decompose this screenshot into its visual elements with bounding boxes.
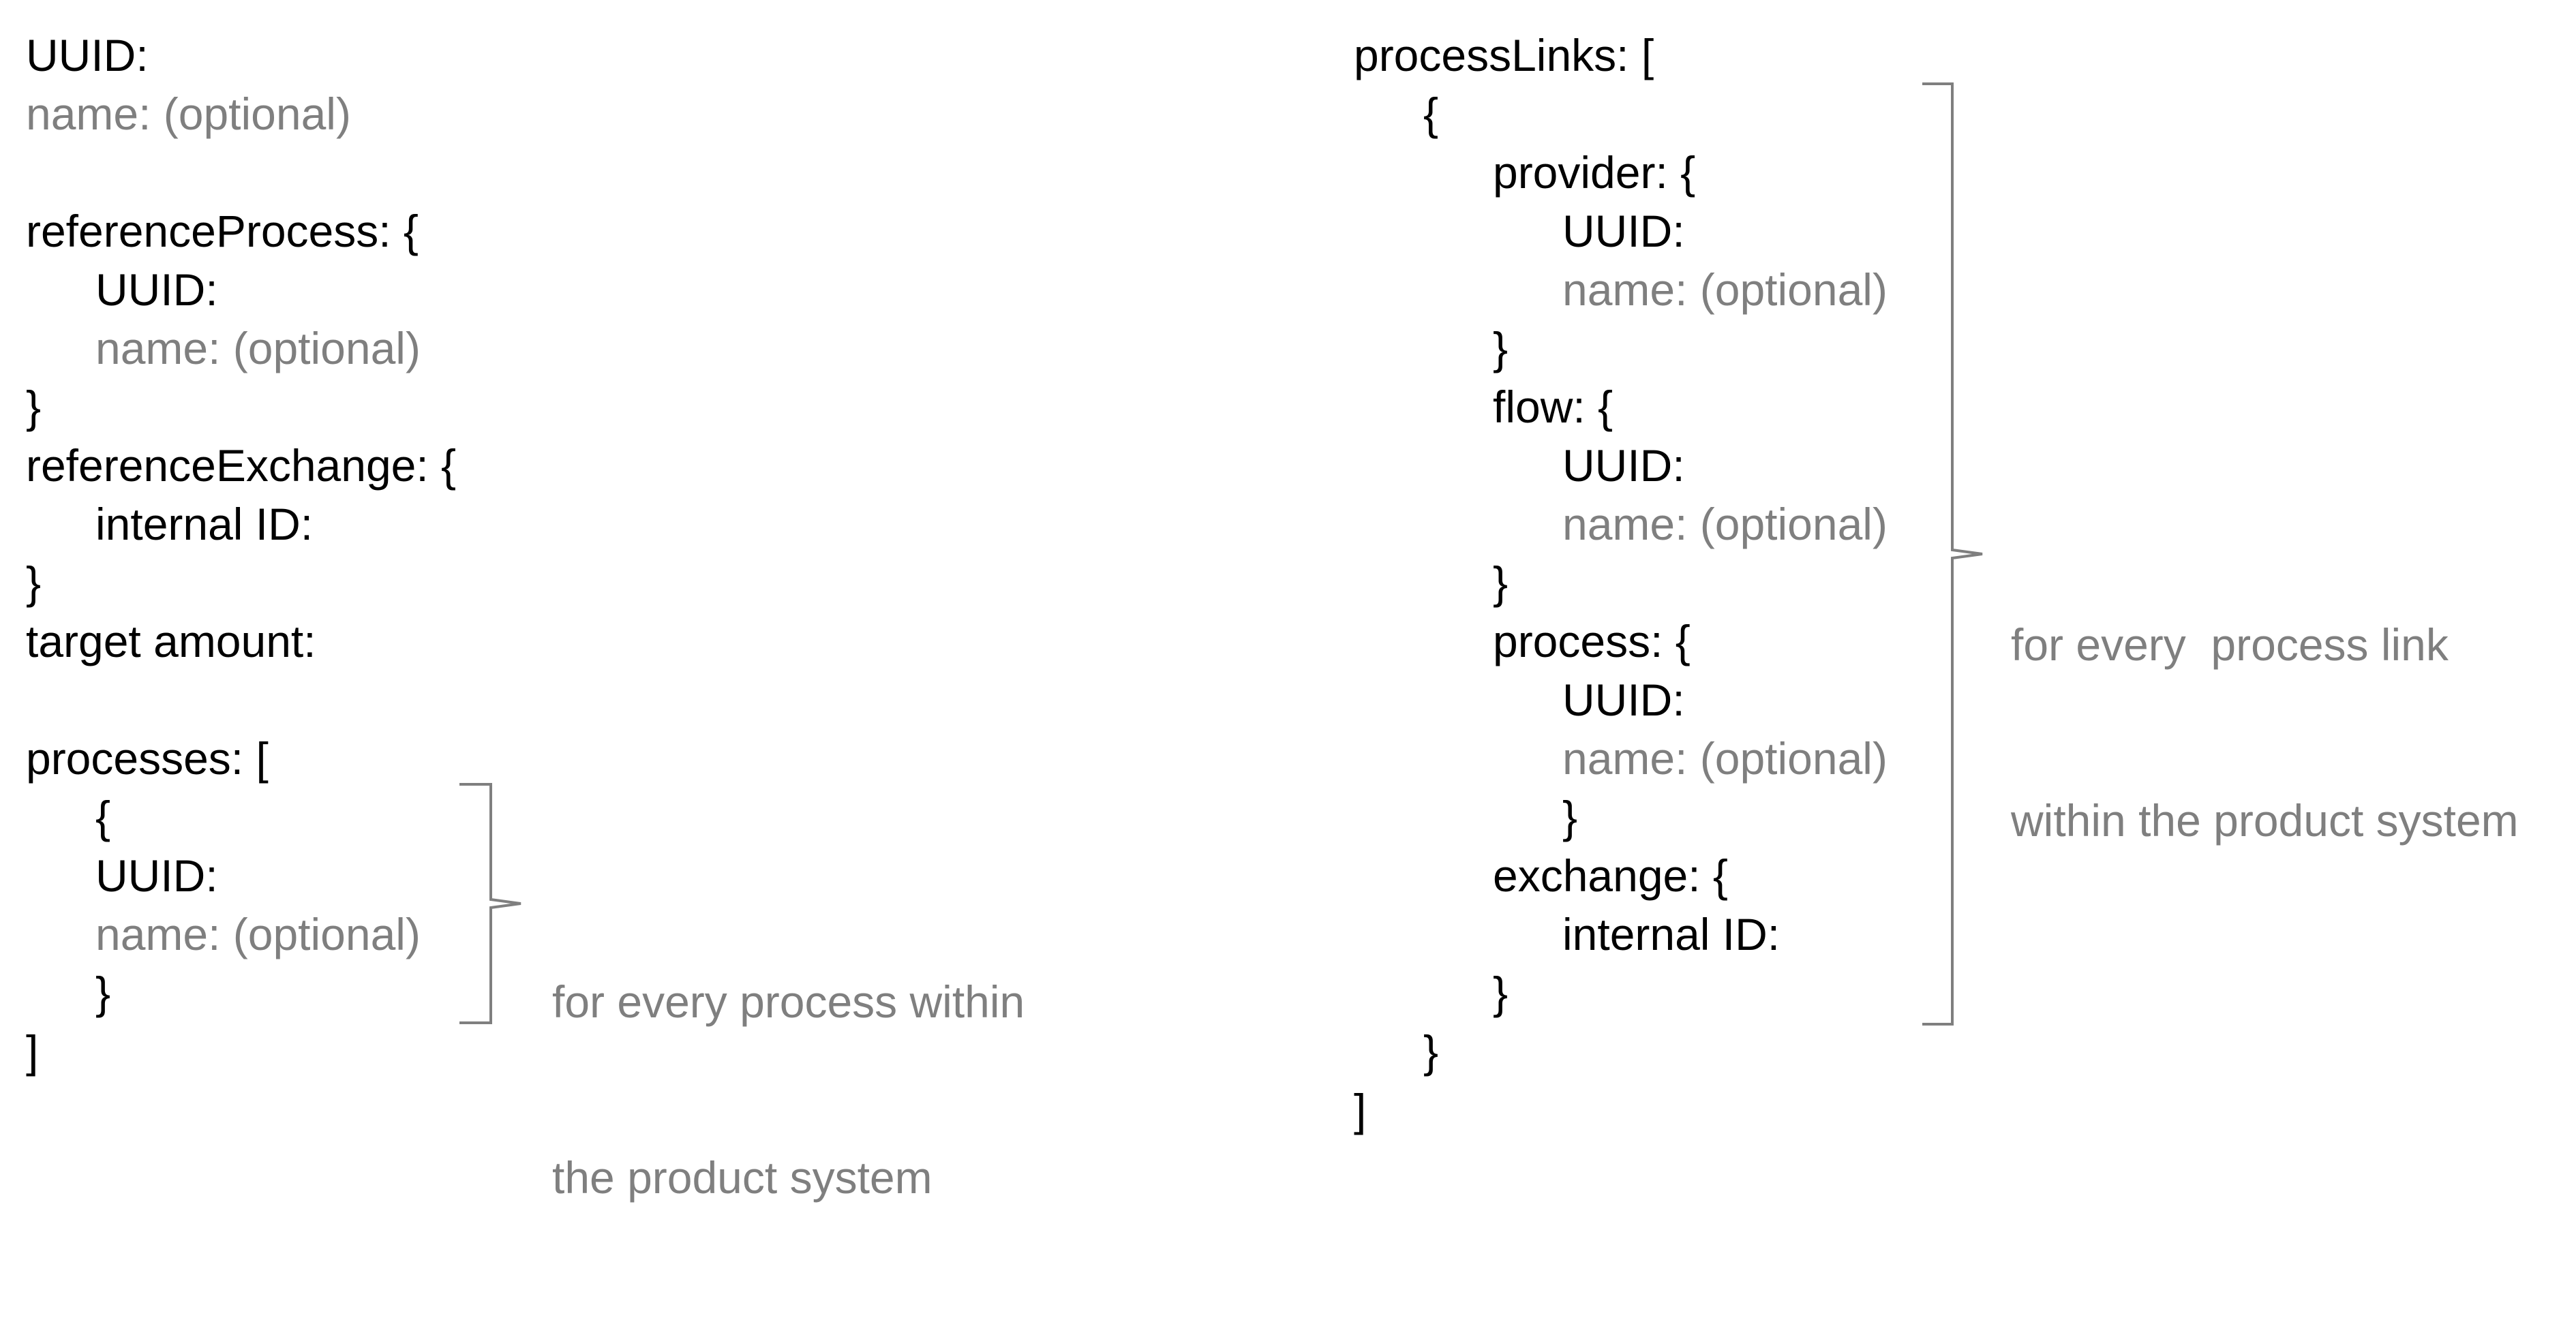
reference-exchange-open: referenceExchange: { bbox=[26, 440, 457, 491]
process-links-bracket bbox=[1922, 82, 1983, 1026]
reference-exchange-close: } bbox=[26, 557, 42, 608]
reference-process-uuid: UUID: bbox=[95, 264, 218, 315]
flow-close: } bbox=[1493, 557, 1509, 608]
processes-item-close: } bbox=[95, 968, 111, 1018]
exchange-close: } bbox=[1493, 968, 1509, 1018]
processes-close: ] bbox=[26, 1026, 39, 1077]
reference-process-name: name: (optional) bbox=[95, 323, 421, 373]
process-links-item-open: { bbox=[1423, 89, 1439, 139]
process-open: process: { bbox=[1493, 616, 1691, 666]
uuid-field: UUID: bbox=[26, 30, 149, 80]
process-links-note-line: for every process link bbox=[2011, 619, 2449, 670]
process-links-note: for every process link within the produc… bbox=[2011, 498, 2519, 967]
exchange-internal-id: internal ID: bbox=[1562, 909, 1781, 959]
target-amount-field: target amount: bbox=[26, 616, 316, 666]
reference-process-close: } bbox=[26, 382, 42, 432]
provider-name: name: (optional) bbox=[1562, 264, 1888, 315]
process-name: name: (optional) bbox=[1562, 733, 1888, 784]
flow-open: flow: { bbox=[1493, 382, 1613, 432]
processes-open: processes: [ bbox=[26, 733, 269, 784]
flow-uuid: UUID: bbox=[1562, 440, 1685, 491]
process-links-close: ] bbox=[1354, 1085, 1367, 1135]
exchange-open: exchange: { bbox=[1493, 850, 1728, 901]
process-links-item-close: } bbox=[1423, 1026, 1439, 1077]
process-uuid: UUID: bbox=[1562, 675, 1685, 725]
processes-item-open: { bbox=[95, 792, 111, 842]
processes-item-uuid: UUID: bbox=[95, 850, 218, 901]
process-close: } bbox=[1562, 792, 1578, 842]
provider-uuid: UUID: bbox=[1562, 206, 1685, 256]
process-links-note-line: within the product system bbox=[2011, 795, 2519, 846]
name-field: name: (optional) bbox=[26, 89, 351, 139]
processes-note-line: for every process within bbox=[552, 976, 1025, 1027]
provider-close: } bbox=[1493, 323, 1509, 373]
processes-bracket bbox=[459, 783, 521, 1024]
processes-note-line: the product system bbox=[552, 1152, 933, 1203]
reference-process-open: referenceProcess: { bbox=[26, 206, 419, 256]
provider-open: provider: { bbox=[1493, 147, 1696, 198]
flow-name: name: (optional) bbox=[1562, 499, 1888, 549]
processes-note: for every process within the product sys… bbox=[552, 855, 1025, 1324]
reference-exchange-internal-id: internal ID: bbox=[95, 499, 314, 549]
process-links-open: processLinks: [ bbox=[1354, 30, 1654, 80]
processes-item-name: name: (optional) bbox=[95, 909, 421, 959]
